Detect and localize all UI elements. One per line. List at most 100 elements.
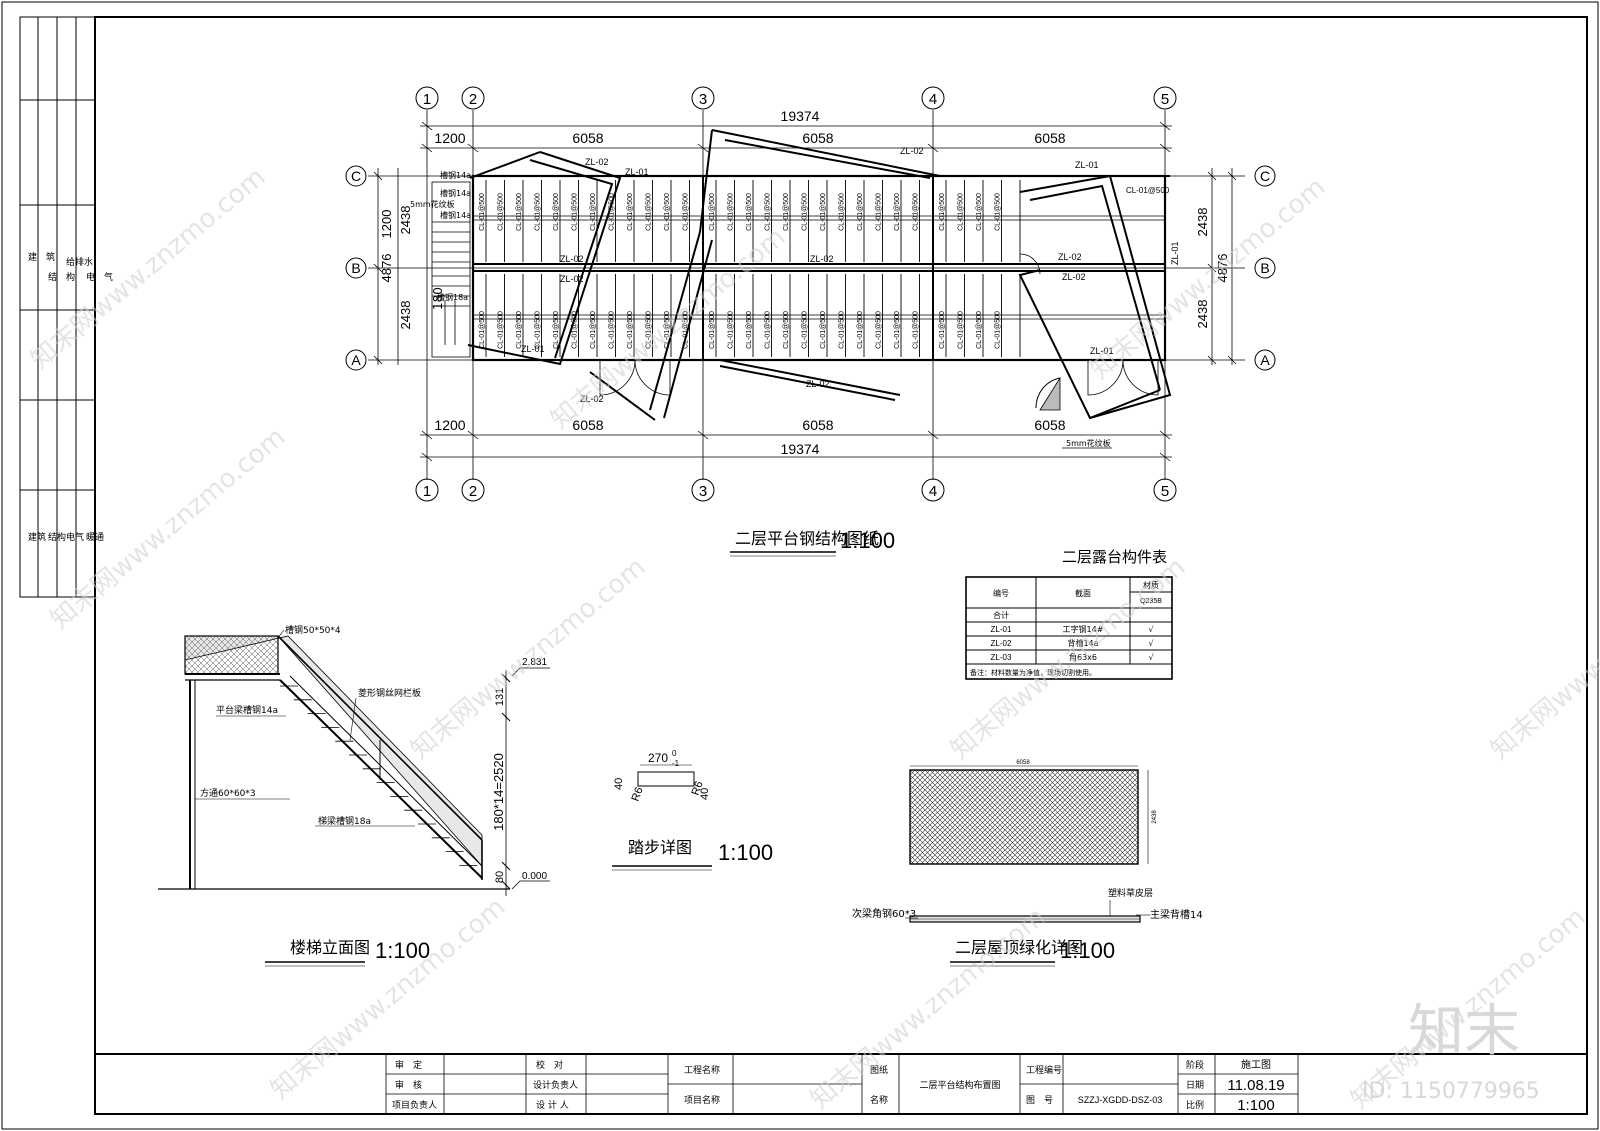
dimensions-right — [1207, 168, 1237, 365]
beam-label: ZL-01 — [1075, 160, 1099, 170]
strip-label: 电气 — [66, 531, 84, 543]
grid-bubble: 5 — [1153, 86, 1177, 110]
joist-labels: CL-01@500CL-01@500CL-01@500CL-01@500CL-0… — [479, 186, 1170, 349]
joist-label: CL-01@500 — [857, 311, 864, 349]
tb-role: 项目负责人 — [392, 1099, 437, 1111]
joist-label: CL-01@500 — [913, 311, 920, 349]
stair-note: 菱形钢丝网栏板 — [358, 687, 421, 699]
watermark-text: 知末网www.znzmo.com — [45, 422, 291, 635]
watermark-text: 知末网www.znzmo.com — [25, 162, 271, 375]
table-row: 合计 — [993, 610, 1009, 620]
beam-label: ZL-02 — [1062, 272, 1086, 282]
tb-scale-label: 比例 — [1186, 1099, 1204, 1111]
joist-label: CL-01@500 — [627, 311, 634, 349]
svg-text:ZL-03: ZL-03 — [991, 653, 1012, 662]
joist-label: CL-01@500 — [995, 193, 1002, 231]
joist-label: CL-01@500 — [894, 193, 901, 231]
tb-role: 审 核 — [395, 1079, 422, 1091]
dimension-label: 6058 — [572, 130, 603, 146]
svg-text:工字钢14#: 工字钢14# — [1063, 624, 1104, 634]
structure-frame — [471, 174, 1167, 362]
svg-text:2: 2 — [469, 483, 477, 500]
strip-label: 建筑 — [28, 531, 46, 543]
grid-bubble: 3 — [691, 478, 715, 502]
svg-text:2: 2 — [469, 91, 477, 108]
svg-text:ZL-02: ZL-02 — [991, 639, 1012, 648]
svg-text:4: 4 — [929, 91, 937, 108]
watermark-text: 知末网www.znzmo.com — [405, 552, 651, 765]
svg-text:1: 1 — [423, 91, 431, 108]
door-swings — [599, 253, 1159, 411]
joist-label: CL-01@500 — [876, 193, 883, 231]
table-row: ZL-02 背槽14a √ — [991, 638, 1155, 648]
tb-stage: 施工图 — [1241, 1058, 1271, 1071]
grid-bubble: 2 — [461, 86, 485, 110]
tb-item-name: 项目名称 — [684, 1094, 720, 1106]
watermark-logo: 知末 — [1408, 999, 1520, 1064]
svg-text:A: A — [1260, 352, 1270, 368]
svg-text:5: 5 — [1161, 91, 1169, 108]
dimension-label: 6058 — [1034, 417, 1065, 433]
tb-role: 设 计 人 — [536, 1099, 569, 1111]
svg-text:背槽14a: 背槽14a — [1067, 638, 1098, 648]
svg-text:ZL-01: ZL-01 — [991, 625, 1012, 634]
tb-date: 11.08.19 — [1227, 1077, 1284, 1094]
green-roof-note: 次梁角钢60*3 — [852, 907, 916, 920]
dimension-label: 6058 — [1034, 130, 1065, 146]
side-note: 槽钢14a — [440, 188, 471, 198]
tb-role: 审 定 — [395, 1059, 422, 1071]
left-strip-labels: 建 筑 结 构 给排水 电 气 建筑 结构 电气 暖通 — [28, 251, 113, 543]
stair-steps — [280, 685, 478, 866]
beam-label: ZL-02 — [900, 146, 924, 156]
joist-label: CL-01@500 — [976, 193, 983, 231]
dimension-label: 6058 — [572, 417, 603, 433]
tb-drawing-no-label: 图 号 — [1026, 1095, 1053, 1106]
elevation-bottom: 0.000 — [522, 871, 547, 882]
joist-label: CL-01@500 — [765, 311, 772, 349]
side-note: 槽钢14a — [440, 170, 471, 180]
joist-label: CL-01@500 — [765, 193, 772, 231]
plan-scale: 1:100 — [840, 528, 895, 553]
stair-scale: 1:100 — [375, 938, 430, 963]
joist-label: CL-01@500 — [783, 311, 790, 349]
joist-label: CL-01@500 — [839, 193, 846, 231]
joist-label: CL-01@500 — [646, 193, 653, 231]
grid-bubble: 2 — [461, 478, 485, 502]
joist-label: CL-01@500 — [553, 311, 560, 349]
svg-text:√: √ — [1148, 639, 1154, 648]
tb-drawing-no: SZZJ-XGDD-DSZ-03 — [1078, 1095, 1163, 1105]
elevation-top: 2.831 — [522, 657, 547, 668]
joist-label: CL-01@500 — [683, 311, 690, 349]
stair-note: 方通60*60*3 — [200, 787, 256, 799]
dimension-label: 2438 — [398, 206, 413, 235]
dimension-label: 2438 — [398, 301, 413, 330]
member-table-title: 二层露台构件表 — [1062, 548, 1167, 566]
table-note: 备注：材料数量为净值，现场切割使用。 — [970, 668, 1096, 677]
joist-label: CL-01@500 — [876, 311, 883, 349]
beam-label: ZL-01 — [521, 344, 545, 354]
tread-tol: 0 — [672, 749, 677, 758]
stair-elevation: 槽钢50*50*4 菱形钢丝网栏板 平台梁槽钢14a 方通60*60*3 梯梁槽… — [158, 624, 550, 967]
svg-text:3: 3 — [699, 483, 707, 500]
stair-note: 平台梁槽钢14a — [216, 704, 278, 716]
grid-bubble: C — [1254, 165, 1276, 187]
grid-bubbles-right: C B A — [1254, 165, 1276, 371]
tread-scale: 1:100 — [718, 840, 773, 865]
member-table: 二层露台构件表 编号 截面 材质 Q235B 合计 ZL-01 工字钢14# √… — [965, 548, 1173, 680]
dimensions-bottom — [420, 430, 1172, 462]
joist-label: CL-01@500 — [516, 193, 523, 231]
tb-project-no: 工程编号 — [1026, 1064, 1062, 1076]
svg-text:A: A — [351, 352, 361, 368]
joist-label: CL-01@500 — [609, 193, 616, 231]
joist-label: CL-01@500 — [627, 193, 634, 231]
table-row: ZL-03 角63x6 √ — [991, 652, 1155, 662]
svg-text:√: √ — [1148, 653, 1154, 662]
plan-drawing: 1 2 3 4 5 1 2 3 4 5 C B A C B A — [345, 86, 1276, 557]
joist-label: CL-01@500 — [516, 311, 523, 349]
joist-label: CL-01@500 — [572, 311, 579, 349]
joist-label: CL-01@500 — [958, 193, 965, 231]
strip-label: 暖通 — [86, 531, 104, 543]
beam-label: ZL-02 — [585, 157, 609, 167]
tread-height: 40 — [699, 788, 711, 800]
stair-dim: 131 — [494, 688, 506, 706]
